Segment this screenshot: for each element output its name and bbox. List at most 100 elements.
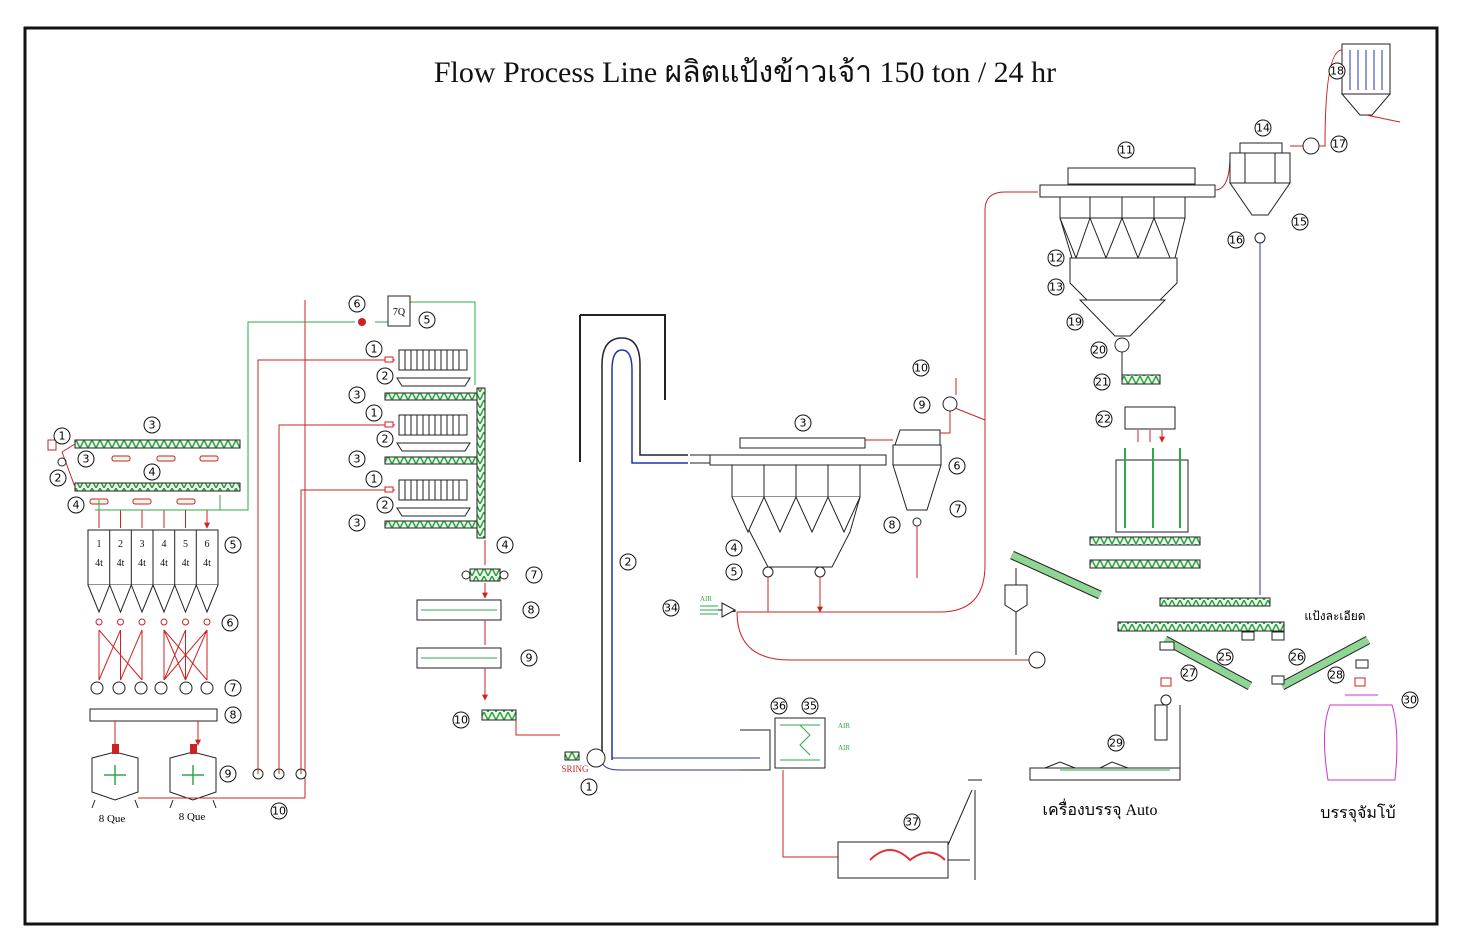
callout-number: 21 [1095,376,1109,389]
callout-number: 1 [586,781,593,794]
callout-circle [49,469,67,487]
callout-circle [949,500,967,518]
callout-circle [270,802,288,820]
callout-number: 19 [1068,316,1082,329]
silo-capacity: 4t [182,558,190,569]
callout-circle [224,706,242,724]
callout-number: 1 [371,473,378,486]
callout-circle [1066,313,1084,331]
callout-circle [619,553,637,571]
callout-number: 3 [83,453,90,466]
callout-circle [376,430,394,448]
callout-number: 8 [889,519,896,532]
callout-circle [725,539,743,557]
callout-circle [912,359,930,377]
callout-number: 4 [731,542,738,555]
callout-number: 5 [424,314,431,327]
callout-circle [1327,666,1345,684]
callout-circle [662,599,680,617]
callout-circle [219,765,237,783]
silos [87,529,219,614]
callout-number: 20 [1092,344,1106,357]
callout-circle [1107,734,1125,752]
jumbo-pack-label: บรรจุจัมโบ้ [1320,803,1395,823]
callout-number: 15 [1293,216,1307,229]
callout-number: 1 [371,343,378,356]
callout-circle [1090,341,1108,359]
callout-circle [224,679,242,697]
callout-number: 2 [625,556,632,569]
callout-circle [903,813,921,831]
callout-number: 26 [1290,651,1304,664]
callout-circle [365,404,383,422]
callout-circle [1328,62,1346,80]
callout-number: 9 [919,399,926,412]
callout-number: 1 [371,407,378,420]
callout-number: 16 [1229,234,1243,247]
callout-number: 3 [354,389,361,402]
auto-pack-label: เครื่องบรรจุ Auto [1043,798,1158,820]
callout-circle [580,778,598,796]
callout-circle [496,536,514,554]
washing-section: 7Q [220,295,560,774]
callout-number: 3 [800,417,807,430]
callout-number: 2 [382,370,389,383]
callout-circle [365,340,383,358]
callout-circle [67,496,85,514]
callout-circle [725,563,743,581]
callout-circle [883,516,901,534]
callout-circle [143,463,161,481]
callout-number: 9 [526,652,533,665]
callout-circle [1401,691,1419,709]
callout-circle [348,514,366,532]
callout-number: 36 [772,700,786,713]
callout-circle [794,414,812,432]
callout-number: 3 [354,517,361,530]
callout-circle [376,496,394,514]
silo-number: 6 [205,539,210,550]
air-label: AIR [700,595,712,603]
callout-number: 28 [1329,669,1343,682]
callout-circle [348,386,366,404]
callout-circle [525,566,543,584]
diagram-title: Flow Process Line ผลิตแป้งข้าวเจ้า 150 t… [434,56,1056,89]
callout-number: 10 [272,805,286,818]
silo-capacity: 4t [203,558,211,569]
callout-circle [1047,278,1065,296]
callout-circle [770,697,788,715]
callout-number: 14 [1256,122,1270,135]
callout-number: 9 [225,768,232,781]
tank-7q-label: 7Q [393,307,406,318]
callout-circle [1227,231,1245,249]
screw-conveyor-middle [74,482,241,492]
silo-number: 3 [140,539,145,550]
callout-number: 3 [149,419,156,432]
callout-circle [1095,410,1113,428]
callout-number: 8 [230,709,237,722]
air-label: AIR [838,744,850,752]
callout-number: 25 [1218,651,1232,664]
callout-circle [1180,664,1198,682]
spring-label: SRING [561,764,589,774]
callout-number: 18 [1330,65,1344,78]
callout-number: 10 [914,362,928,375]
fine-flour-label: แป้งละเอียด [1304,609,1365,623]
callout-circle [348,295,366,313]
callout-number: 5 [230,539,237,552]
callout-number: 4 [73,499,80,512]
callout-circle [365,470,383,488]
tank-label-left: 8 Que [99,813,126,825]
callout-circle [801,697,819,715]
callout-number: 6 [227,617,234,630]
callout-number: 6 [354,298,361,311]
callout-number: 2 [55,472,62,485]
callout-number: 7 [955,503,962,516]
callout-circle [913,396,931,414]
callout-number: 34 [664,602,678,615]
callout-circle [1291,213,1309,231]
collector-header [89,708,218,722]
page-frame [23,26,1439,926]
pneumatic-section: SRING AIR AIR [561,191,1046,880]
callout-circle [77,450,95,468]
